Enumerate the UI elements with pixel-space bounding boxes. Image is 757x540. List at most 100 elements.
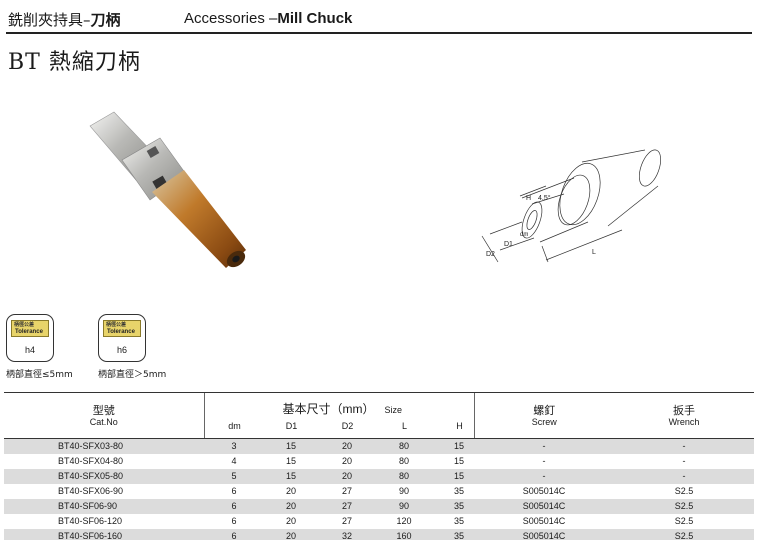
cell-l: 80 [398,455,409,466]
cell-d1: 15 [285,441,296,451]
header-d2: D2 [341,421,354,431]
cell-dm: 6 [231,500,237,511]
cell-dm: 4 [231,455,237,466]
technical-drawing: H 4.5° dm D1 D2 L [481,149,662,263]
tolerance-caption: 柄部直徑≤5mm [6,370,73,380]
header-en-bold: Mill Chuck [277,10,353,27]
header-h: H [456,421,463,431]
cell-size-group: 6 20 27 120 35 [204,514,474,529]
cell-cat-no: BT40-SFX04-80 [58,456,124,466]
cell-dm: 6 [231,485,237,496]
cell-wrench: S2.5 [674,486,694,496]
header-dm: dm [228,421,241,431]
header-size-en: Size [384,405,403,415]
cell-screw: - [542,456,546,466]
page-title: BT 熱縮刀柄 [8,50,141,75]
cell-cat-no: BT40-SF06-160 [4,528,204,540]
cell-h: 15 [453,455,464,466]
cell-screw: - [474,438,614,454]
cell-cat-no: BT40-SFX06-90 [58,486,124,496]
tolerance-tag: 柄徑公差 Tolerance [11,320,49,337]
header-screw: 螺釘 Screw [473,392,614,439]
cell-cat-no: BT40-SF06-120 [58,516,123,526]
section-header: 銑削夾持具–刀柄 Accessories –Mill Chuck [6,6,752,36]
table-row: BT40-SFX04-80 4 15 20 80 15 - - [4,454,754,469]
cell-dm: 6 [231,530,237,540]
spec-table: 型號 Cat.No 基本尺寸（mm）Size dm D1 D2 L H 螺釘 S… [4,392,754,540]
cell-d2: 27 [341,485,352,496]
header-cat-cn: 型號 [92,405,115,417]
cell-screw: S005014C [474,498,614,514]
label-h: H [526,195,531,202]
tolerance-box: 柄徑公差 Tolerance h4 [6,314,54,362]
header-l: L [401,421,407,431]
cell-wrench: S2.5 [614,498,754,514]
cell-dm: 5 [231,470,237,481]
cell-wrench: - [682,456,686,466]
header-cat-no: 型號 Cat.No [4,392,204,439]
cell-l: 80 [398,470,409,481]
header-wrench-en: Wrench [668,417,700,427]
tolerance-badge-h4: 柄徑公差 Tolerance h4 柄部直徑≤5mm [6,314,73,380]
cell-d2: 20 [341,455,352,466]
header-cn-bold: 刀柄 [90,11,121,29]
header-screw-en: Screw [531,417,557,427]
header-size-group: 基本尺寸（mm）Size [283,400,403,417]
cell-dm: 6 [231,515,237,526]
table-row: BT40-SFX06-90 6 20 27 90 35 S005014C S2.5 [4,484,754,499]
header-wrench-cn: 扳手 [673,405,695,417]
tolerance-caption: 柄部直徑＞5mm [98,370,167,380]
cell-cat-no: BT40-SF06-90 [4,498,204,514]
cell-h: 35 [453,530,464,540]
cell-size-group: 4 15 20 80 15 [204,454,474,469]
cell-h: 35 [453,515,464,526]
cell-l: 160 [396,530,412,540]
cell-d2: 27 [341,515,352,526]
cell-l: 120 [396,515,412,526]
cell-size-group: 6 20 27 90 35 [204,484,474,499]
cell-d2: 20 [341,441,352,451]
cell-l: 80 [398,441,409,451]
spec-table-wrapper: 型號 Cat.No 基本尺寸（mm）Size dm D1 D2 L H 螺釘 S… [4,392,754,540]
header-screw-cn: 螺釘 [533,405,556,417]
cell-screw: S005014C [522,486,566,496]
cell-screw: S005014C [522,516,566,526]
label-dm: dm [520,232,528,238]
label-l: L [592,249,596,256]
header-chinese-title: 銑削夾持具–刀柄 [8,9,121,30]
tolerance-tag-en: Tolerance [15,329,43,335]
cell-d1: 20 [285,515,296,526]
cell-l: 90 [398,485,409,496]
label-d1: D1 [504,241,513,248]
cell-d1: 20 [285,485,296,496]
cell-size-group: 3 15 20 80 15 [204,438,474,454]
tolerance-tag: 柄徑公差 Tolerance [103,320,141,337]
header-cat-en: Cat.No [89,417,118,427]
cell-dm: 3 [231,441,237,451]
tolerance-tag-cn: 柄徑公差 [106,322,127,328]
header-cn-regular: 銑削夾持具– [8,11,91,29]
cell-d1: 15 [285,455,296,466]
label-d2: D2 [486,251,495,258]
header-d1: D1 [285,421,298,431]
cell-h: 15 [453,441,464,451]
header-rule [6,32,752,34]
cell-h: 35 [453,485,464,496]
cell-d1: 20 [285,500,296,511]
cell-d1: 20 [285,530,296,540]
header-size: 基本尺寸（mm）Size dm D1 D2 L H [203,392,474,439]
product-photo [89,111,246,268]
cell-cat-no: BT40-SFX05-80 [4,468,204,484]
cell-h: 15 [453,470,464,481]
tolerance-value: h6 [116,345,127,355]
header-wrench: 扳手 Wrench [614,392,754,439]
